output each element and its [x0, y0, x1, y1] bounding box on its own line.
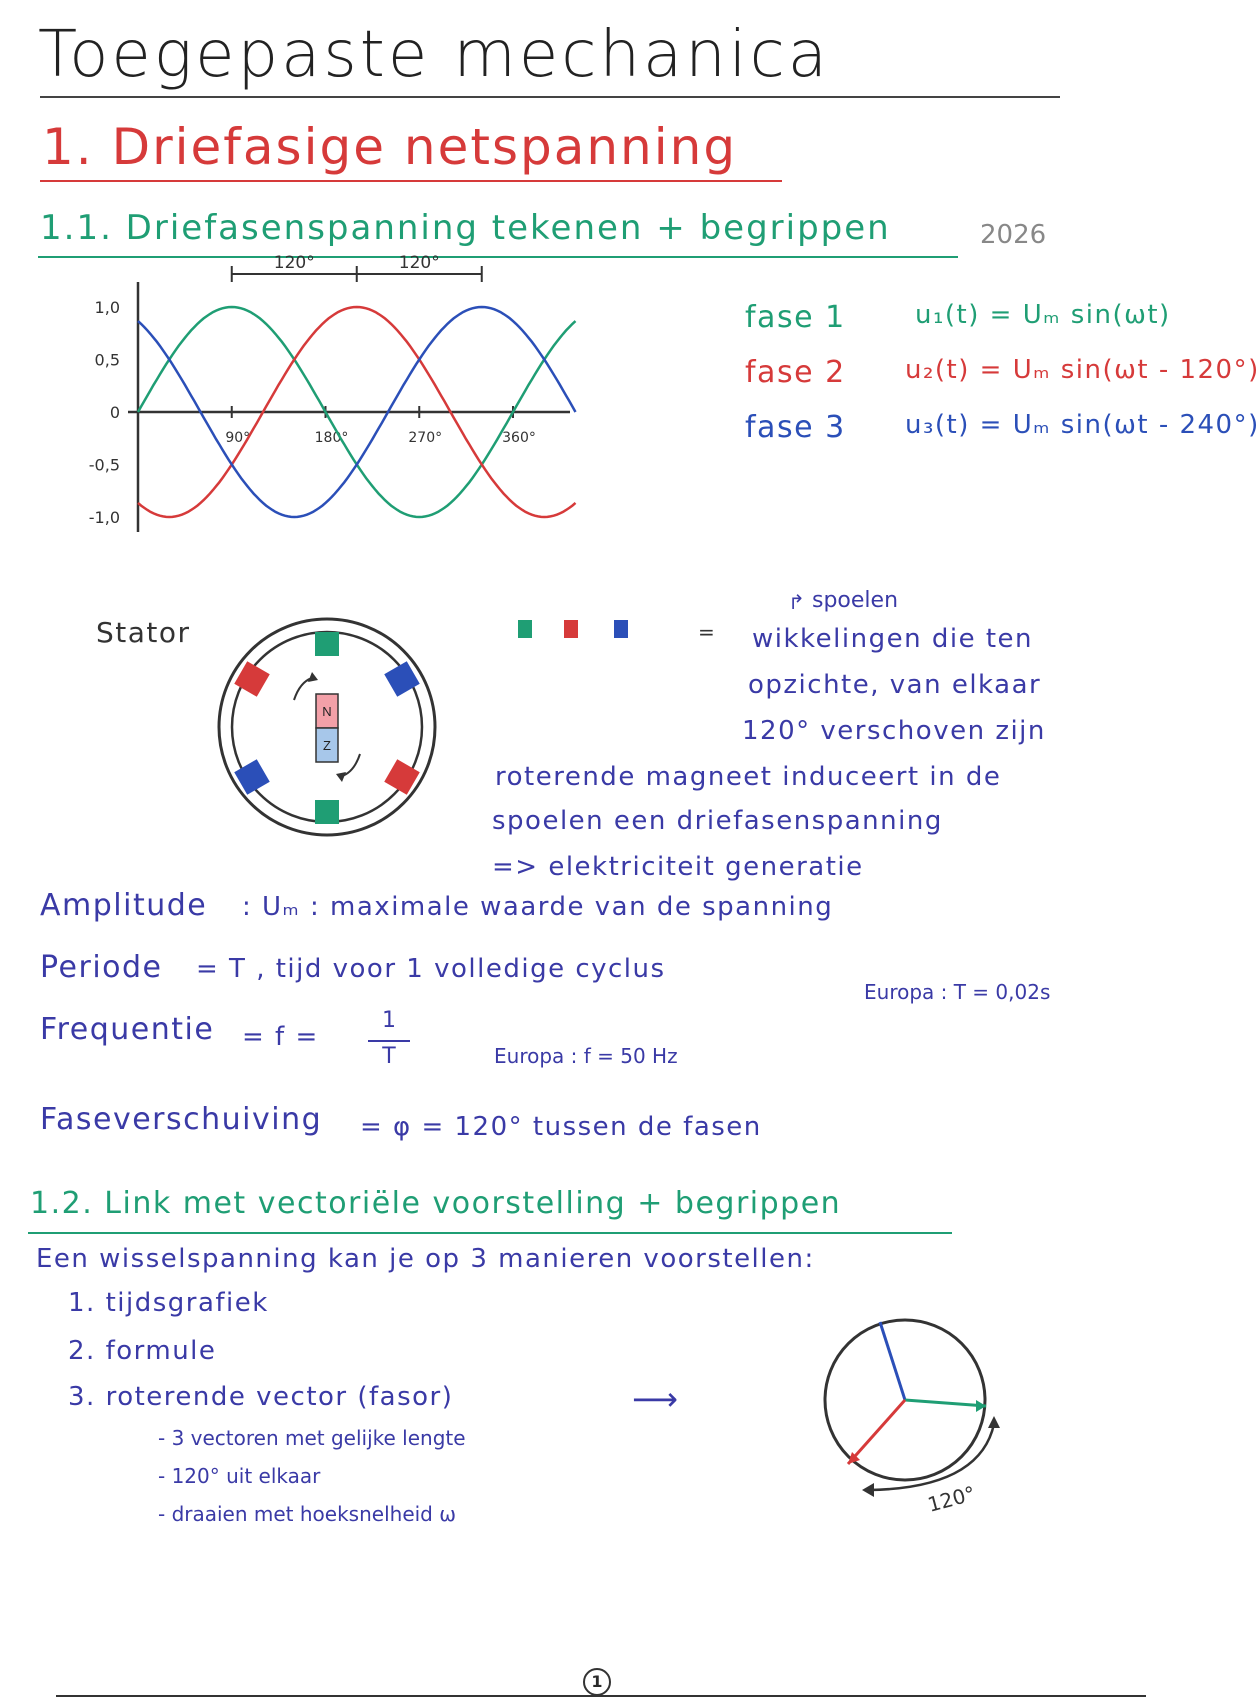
footer-line [56, 1695, 1146, 1697]
def-faseverschuiving-text: = φ = 120° tussen de fasen [360, 1112, 762, 1142]
x-tick-label: 180° [315, 430, 349, 446]
y-tick-label: 0 [110, 403, 120, 422]
coil-red-left [234, 661, 270, 697]
title-underline [40, 96, 1060, 98]
section-heading-1-1-underline [38, 256, 958, 258]
magnet-south [315, 727, 339, 763]
fraction-denominator: T [382, 1044, 396, 1069]
way-2: 2. formule [68, 1336, 217, 1366]
def-amplitude-term: Amplitude [40, 888, 208, 923]
y-tick-label: 1,0 [95, 298, 120, 317]
legend-equals: = [698, 620, 717, 644]
way-1: 1. tijdsgrafiek [68, 1288, 269, 1318]
phase-3-label: fase 3 [745, 410, 846, 445]
coil-green-top [315, 632, 339, 656]
y-tick-label: -0,5 [89, 456, 120, 475]
def-periode-europa: Europa : T = 0,02s [864, 980, 1051, 1004]
section-heading-1-1: 1.1. Driefasenspanning tekenen + begripp… [40, 208, 891, 248]
coil-blue-left [234, 759, 270, 795]
phase-1-label: fase 1 [745, 300, 846, 335]
coil-blue-right [384, 661, 420, 697]
section-heading-1-underline [40, 180, 782, 182]
def-frequentie-term: Frequentie [40, 1012, 215, 1047]
stator-outer-ring [217, 617, 437, 837]
intro-text: Een wisselspanning kan je op 3 manieren … [36, 1244, 815, 1274]
def-frequentie-text: = f = [242, 1022, 319, 1052]
phasor-vector-green [904, 1398, 987, 1408]
phasor-circle [823, 1318, 987, 1482]
annotation-arrow: ↱ [788, 590, 805, 614]
def-faseverschuiving-term: Faseverschuiving [40, 1102, 323, 1137]
section-heading-1-2: 1.2. Link met vectoriële voorstelling + … [30, 1186, 842, 1221]
x-tick-label: 360° [502, 430, 536, 446]
def-periode-term: Periode [40, 950, 163, 985]
shift-label: 120° [274, 253, 315, 273]
page-number: 1 [583, 1668, 611, 1696]
phase-2-label: fase 2 [745, 355, 846, 390]
explanation-line-3: => elektriciteit generatie [492, 852, 864, 882]
coil-red-right [384, 759, 420, 795]
magnet-z-text: Z [323, 738, 331, 753]
fraction-bar [368, 1040, 410, 1042]
section-heading-1-2-underline [28, 1232, 952, 1234]
curve-phase-3 [137, 305, 577, 519]
y-tick-label: -1,0 [89, 508, 120, 527]
way-3: 3. roterende vector (fasor) [68, 1382, 454, 1412]
phasor-vector-red [846, 1399, 907, 1465]
section-heading-1: 1. Driefasige netspanning [42, 118, 738, 176]
def-frequentie-europa: Europa : f = 50 Hz [494, 1044, 678, 1068]
magnet-n-text: N [322, 704, 331, 719]
phasor-rotation-arc [869, 1423, 996, 1492]
legend-coil-green [518, 620, 532, 638]
legend-coil-red [564, 620, 578, 638]
coil-green-bottom [315, 800, 339, 824]
y-tick-label: 0,5 [95, 351, 120, 370]
def-periode-text: = T , tijd voor 1 volledige cyclus [196, 954, 666, 984]
fraction-numerator: 1 [382, 1008, 396, 1033]
x-tick-label: 270° [408, 430, 442, 446]
year-label: 2026 [980, 220, 1047, 250]
phasor-diagram: 120° [823, 1318, 1000, 1517]
legend-line-2: opzichte, van elkaar [748, 670, 1042, 700]
phase-3-formula: u₃(t) = Uₘ sin(ωt - 240°) [905, 410, 1260, 440]
curve-phase-2 [137, 305, 577, 519]
phase-1-formula: u₁(t) = Uₘ sin(ωt) [915, 300, 1171, 330]
vector-prop-2: - 120° uit elkaar [158, 1464, 321, 1488]
explanation-line-1: roterende magneet induceert in de [495, 762, 1002, 792]
phase-2-formula: u₂(t) = Uₘ sin(ωt - 120°) [905, 355, 1260, 385]
vector-prop-3: - draaien met hoeksnelheid ω [158, 1502, 456, 1526]
page-title: Toegepaste mechanica [38, 18, 830, 92]
explanation-line-2: spoelen een driefasenspanning [492, 806, 943, 836]
stator-label: Stator [96, 616, 191, 649]
three-phase-graph: 1,0 0,5 0 -0,5 -1,0 90° 180° 270° 360° 120° 120° [89, 253, 577, 532]
phasor-angle-label: 120° [925, 1481, 978, 1517]
legend-line-1: wikkelingen die ten [752, 624, 1033, 654]
legend-line-3: 120° verschoven zijn [742, 716, 1046, 746]
vector-prop-1: - 3 vectoren met gelijke lengte [158, 1426, 466, 1450]
phasor-vector-blue [878, 1321, 907, 1401]
legend-coil-blue [614, 620, 628, 638]
arrow-to-phasor: ⟶ [632, 1380, 680, 1418]
annotation-spoelen: spoelen [812, 588, 899, 613]
shift-label: 120° [399, 253, 440, 273]
x-tick-label: 90° [225, 430, 250, 446]
stator-diagram: N Z [217, 617, 437, 837]
def-amplitude-text: : Uₘ : maximale waarde van de spanning [242, 892, 834, 922]
